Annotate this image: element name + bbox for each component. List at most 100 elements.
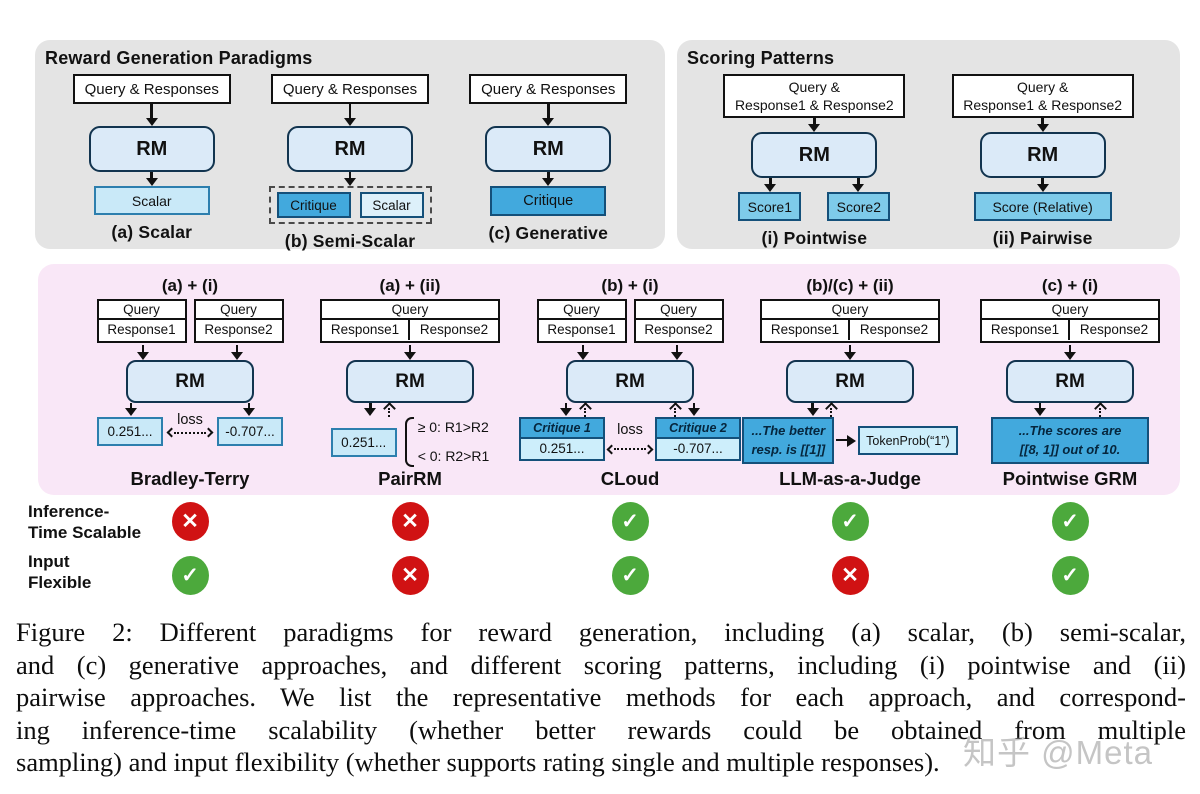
arrow-down-icon	[230, 345, 244, 361]
arrow-right-icon	[836, 434, 857, 447]
input-stack-1: Query Response1	[536, 299, 627, 344]
check-icon: ✓	[831, 502, 869, 541]
method-name: LLM-as-a-Judge	[779, 468, 921, 489]
dotted-double-arrow-icon	[606, 444, 654, 456]
inference-time-scalable-row: ✕ ✕ ✓ ✓ ✓	[80, 502, 1180, 541]
dashed-output-group: Critique Scalar	[268, 186, 432, 224]
diagram-caption: (b) Semi-Scalar	[284, 231, 416, 251]
loss-label: loss	[617, 422, 643, 439]
rm-box: RM	[485, 126, 612, 172]
panel-title: Reward Generation Paradigms	[45, 48, 313, 68]
diagram-scalar: Query & Responses RM Scalar (a) Scalar	[72, 74, 231, 243]
method-pointwise-grm: (c) + (i) Query Response1 Response2 RM	[960, 276, 1180, 490]
input-flexible-row: ✓ ✕ ✓ ✕ ✓	[80, 556, 1180, 595]
method-name: Bradley-Terry	[130, 468, 250, 489]
check-icon: ✓	[1051, 502, 1089, 541]
bracket-icon	[404, 417, 414, 468]
cross-icon: ✕	[171, 502, 209, 541]
dotted-arrow-up-icon	[1093, 403, 1107, 418]
input-box: Query & Response1 & Response2	[951, 74, 1134, 118]
scalar-output-box: Scalar	[93, 186, 210, 215]
token-prob-box: TokenProb(“1”)	[858, 426, 958, 456]
input-box: Query & Responses	[271, 74, 429, 104]
arrow-down-icon	[843, 345, 857, 361]
cross-icon: ✕	[391, 502, 429, 541]
scoring-patterns-panel: Scoring Patterns Query & Response1 & Res…	[677, 40, 1180, 249]
rm-box: RM	[751, 132, 878, 178]
diagram-caption: (i) Pointwise	[761, 228, 868, 248]
method-name: PairRM	[378, 468, 442, 489]
rm-box: RM	[346, 360, 474, 404]
reward-value-box: 0.251...	[97, 417, 163, 447]
arrow-down-icon	[145, 104, 159, 126]
arrow-down-icon	[343, 172, 357, 186]
input-stack-1: Query Response1	[96, 299, 187, 344]
check-icon: ✓	[1051, 556, 1089, 595]
arrow-down-icon	[363, 403, 377, 417]
dotted-arrow-up-icon	[825, 403, 839, 418]
input-table: Query Response1 Response2	[320, 299, 500, 344]
reward-generation-panel: Reward Generation Paradigms Query & Resp…	[35, 40, 665, 251]
decision-rules: ≥ 0: R1>R2 < 0: R2>R1	[417, 419, 490, 464]
check-icon: ✓	[611, 556, 649, 595]
arrow-down-icon	[541, 104, 555, 126]
loss-label: loss	[177, 411, 203, 428]
arrow-down-icon	[576, 345, 590, 361]
arrow-down-icon	[687, 403, 701, 417]
check-icon: ✓	[611, 502, 649, 541]
diagram-caption: (a) Scalar	[111, 222, 193, 242]
dotted-double-arrow-icon	[166, 427, 214, 440]
method-name: Pointwise GRM	[1002, 468, 1138, 489]
arrow-down-icon	[403, 345, 417, 361]
arrow-down-icon	[807, 118, 821, 132]
combo-header: (c) + (i)	[1041, 276, 1099, 295]
arrow-down-icon	[124, 403, 138, 417]
method-llm-as-a-judge: (b)/(c) + (ii) Query Response1 Response2…	[740, 276, 960, 490]
arrow-down-icon	[806, 403, 820, 417]
rm-box: RM	[126, 360, 254, 404]
dotted-arrow-up-icon	[578, 403, 592, 418]
input-table: Query Response1 Response2	[760, 299, 940, 344]
rm-box: RM	[979, 132, 1106, 178]
rm-box: RM	[786, 360, 914, 404]
arrow-down-icon	[242, 403, 256, 417]
inference-time-scalable-label: Inference- Time Scalable	[28, 502, 142, 542]
arrow-down-icon	[1036, 118, 1050, 132]
method-name: CLoud	[600, 468, 660, 489]
cross-icon: ✕	[391, 556, 429, 595]
generated-critique-box: ...The better resp. is [[1]]	[742, 417, 835, 464]
check-icon: ✓	[171, 556, 209, 595]
dotted-arrow-up-icon	[382, 403, 396, 418]
arrow-down-icon	[763, 178, 777, 192]
arrow-down-icon	[851, 178, 865, 192]
generated-critique-box: ...The scores are [[8, 1]] out of 10.	[991, 417, 1149, 464]
diagram-pairwise: Query & Response1 & Response2 RM Score (…	[951, 74, 1134, 249]
dotted-arrow-up-icon	[668, 403, 682, 418]
rm-box: RM	[287, 126, 413, 172]
method-pairrm: (a) + (ii) Query Response1 Response2 RM	[300, 276, 520, 490]
arrow-down-icon	[559, 403, 573, 417]
method-bradley-terry: (a) + (i) Query Response1 Query Response…	[80, 276, 300, 490]
figure-caption: Figure 2: Different paradigms for reward…	[16, 617, 1186, 777]
arrow-down-icon	[1063, 345, 1077, 361]
critique-output-box: Critique	[276, 192, 351, 218]
reward-value-box: 0.251...	[330, 427, 397, 457]
input-table: Query Response1 Response2	[980, 299, 1160, 344]
input-box: Query & Responses	[469, 74, 628, 104]
arrow-down-icon	[136, 345, 150, 361]
panel-title: Scoring Patterns	[687, 48, 835, 68]
input-box: Query & Responses	[72, 74, 231, 104]
critique-value-stack: Critique 1 0.251...	[519, 417, 605, 462]
combo-header: (a) + (ii)	[379, 276, 441, 295]
cross-icon: ✕	[831, 556, 869, 595]
input-stack-2: Query Response2	[633, 299, 724, 344]
input-flexible-label: Input Flexible	[28, 552, 92, 592]
critique-output-box: Critique	[490, 186, 607, 216]
arrow-down-icon	[1036, 178, 1050, 192]
arrow-down-icon	[343, 104, 357, 126]
input-stack-2: Query Response2	[193, 299, 284, 344]
arrow-down-icon	[670, 345, 684, 361]
arrow-down-icon	[1033, 403, 1047, 417]
diagram-pointwise: Query & Response1 & Response2 RM Score1 …	[723, 74, 906, 249]
